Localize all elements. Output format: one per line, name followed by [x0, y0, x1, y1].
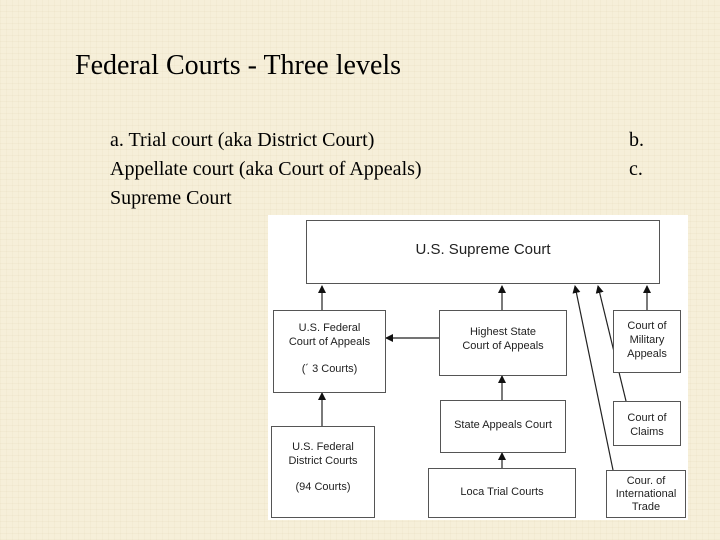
box-military-appeals: Court of Military Appeals [613, 310, 681, 373]
letter-b: b. [629, 129, 644, 151]
box-international-trade: Cour. of International Trade [606, 470, 686, 518]
letter-c: c. [629, 158, 643, 180]
state-appeals-label: State Appeals Court [454, 419, 552, 431]
federal-appeals-line2: Court of Appeals [288, 336, 371, 348]
local-trial-label: Loca Trial Courts [460, 486, 544, 498]
box-supreme-court: U.S. Supreme Court [306, 220, 660, 284]
side-letters: b. c. [629, 126, 644, 184]
district-line1: U.S. Federal [292, 441, 354, 453]
bullet-supreme-court: Supreme Court [110, 187, 232, 209]
bullet-list: a. Trial court (aka District Court) Appe… [110, 126, 422, 213]
box-highest-state-court: Highest State Court of Appeals [439, 310, 567, 376]
box-court-of-claims: Court of Claims [613, 401, 681, 446]
box-district-courts: U.S. Federal District Courts (94 Courts) [271, 426, 375, 518]
federal-appeals-count: (´ 3 Courts) [301, 363, 358, 375]
intl-line3: Trade [631, 501, 661, 513]
claims-line2: Claims [630, 426, 664, 438]
district-count: (94 Courts) [295, 481, 351, 493]
box-federal-appeals: U.S. Federal Court of Appeals (´ 3 Court… [273, 310, 386, 393]
highest-state-line2: Court of Appeals [462, 340, 544, 352]
supreme-court-label: U.S. Supreme Court [415, 241, 551, 258]
intl-line2: International [615, 488, 677, 500]
claims-line1: Court of [627, 412, 667, 424]
intl-line1: Cour. of [626, 475, 666, 487]
military-line1: Court of [627, 320, 667, 332]
box-local-trial-courts: Loca Trial Courts [428, 468, 576, 518]
connector-arrows [318, 285, 651, 471]
bullet-appellate-court: Appellate court (aka Court of Appeals) [110, 158, 422, 180]
box-state-appeals: State Appeals Court [440, 400, 566, 453]
military-line3: Appeals [627, 348, 667, 360]
district-line2: District Courts [288, 455, 358, 467]
military-line2: Military [629, 334, 665, 346]
arrow-intl-trade-to-supreme [572, 285, 614, 471]
arrow-claims-to-supreme [595, 285, 627, 402]
slide-title: Federal Courts - Three levels [75, 50, 402, 81]
court-hierarchy-diagram: U.S. Supreme Court U.S. Federal Court of… [268, 215, 688, 520]
bullet-trial-court: a. Trial court (aka District Court) [110, 129, 375, 151]
federal-appeals-line1: U.S. Federal [298, 322, 361, 334]
highest-state-line1: Highest State [469, 326, 537, 338]
